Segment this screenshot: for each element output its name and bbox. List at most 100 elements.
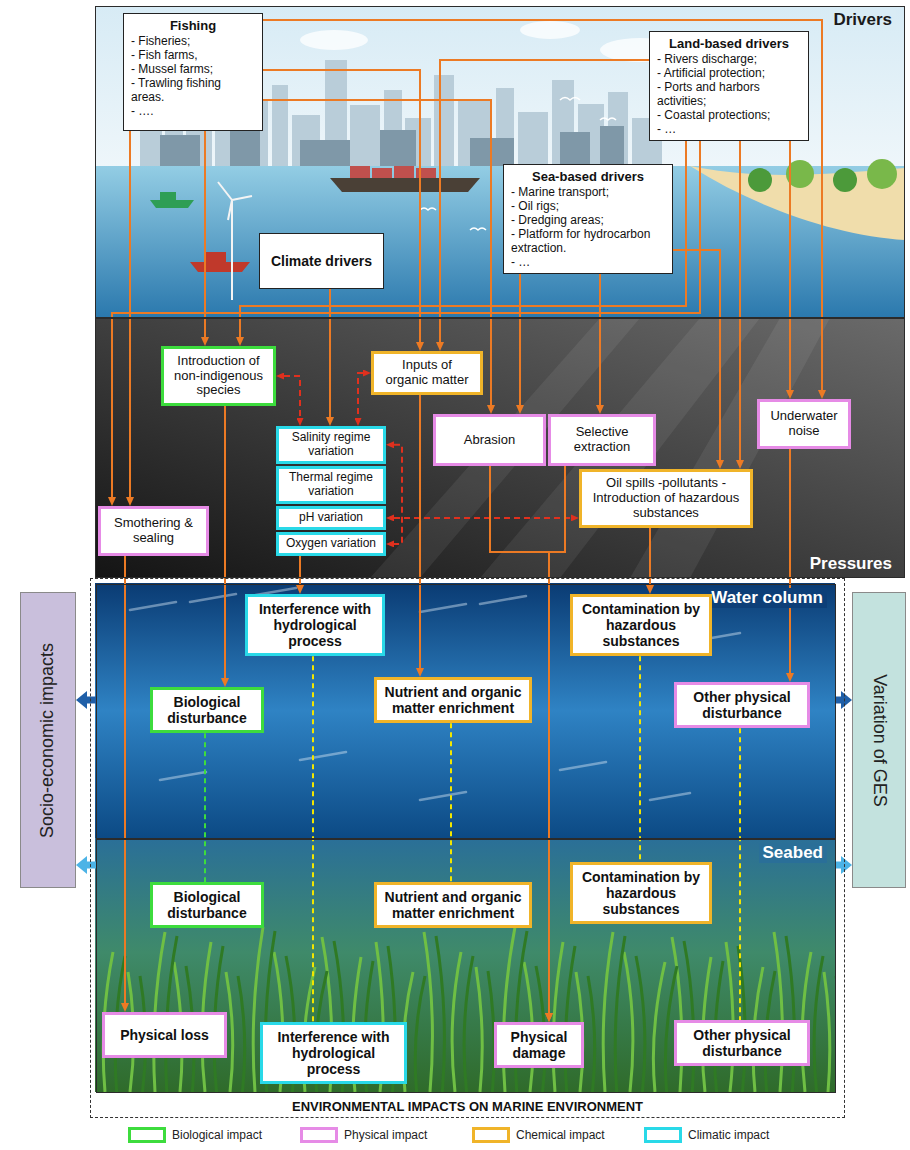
box-label: Contamination by hazardous substances bbox=[578, 869, 704, 917]
dashed-link bbox=[739, 728, 741, 1020]
pressure-arrow bbox=[204, 131, 206, 337]
interaction-arrow bbox=[394, 445, 402, 544]
driver-item: - Marine transport; bbox=[511, 185, 665, 199]
cargo-ship bbox=[330, 178, 480, 192]
sea bbox=[95, 166, 905, 318]
driver-box: Climate drivers bbox=[259, 233, 384, 289]
impact-box: Physical damage bbox=[494, 1022, 584, 1068]
impact-arrow bbox=[87, 862, 96, 869]
legend-item: Climatic impact bbox=[644, 1124, 769, 1146]
driver-item: - Dredging areas; bbox=[511, 213, 665, 227]
impact-box: Biological disturbance bbox=[150, 687, 264, 733]
driver-item: - Ports and harbors activities; bbox=[657, 80, 801, 108]
fish-school bbox=[130, 588, 740, 800]
band-label: Pressures bbox=[806, 554, 896, 574]
impact-box: Nutrient and organic matter enrichment bbox=[374, 677, 532, 723]
pressure-arrow bbox=[789, 141, 791, 390]
pressure-box: pH variation bbox=[276, 506, 386, 530]
green-boat bbox=[150, 192, 194, 208]
pressure-arrow bbox=[673, 250, 720, 460]
driver-item: - … bbox=[657, 122, 801, 136]
red-boat bbox=[190, 252, 250, 272]
driver-item: - Mussel farms; bbox=[131, 62, 255, 76]
pressure-box: Oil spills -pollutants - Introduction of… bbox=[579, 469, 753, 528]
pressure-arrow bbox=[112, 141, 700, 497]
box-label: Oil spills -pollutants - Introduction of… bbox=[587, 476, 745, 521]
dashed-link bbox=[204, 733, 206, 882]
box-label: Introduction of non-indigenous species bbox=[169, 354, 268, 399]
driver-item: - Trawling fishing areas. bbox=[131, 76, 255, 104]
interaction-arrow bbox=[284, 376, 300, 418]
region-label: ENVIRONMENTAL IMPACTS ON MARINE ENVIRONM… bbox=[292, 1099, 643, 1114]
driver-item: - …. bbox=[131, 104, 255, 118]
box-label: Oxygen variation bbox=[286, 537, 376, 551]
impact-box: Nutrient and organic matter enrichment bbox=[374, 882, 532, 928]
pressure-box: Thermal regime variation bbox=[276, 466, 386, 504]
pressure-arrow bbox=[519, 274, 521, 405]
sky bbox=[95, 6, 905, 166]
tree bbox=[833, 168, 857, 192]
legend-label: Chemical impact bbox=[516, 1128, 605, 1142]
impact-region: ENVIRONMENTAL IMPACTS ON MARINE ENVIRONM… bbox=[90, 578, 845, 1118]
box-label: Biological disturbance bbox=[158, 694, 256, 726]
dashed-link bbox=[450, 723, 452, 882]
outcome-label: Variation of GES bbox=[869, 674, 890, 807]
legend-swatch bbox=[300, 1127, 338, 1143]
impact-arrow bbox=[87, 697, 96, 704]
outcome-band: Variation of GES bbox=[852, 592, 906, 888]
impact-box: Other physical disturbance bbox=[674, 682, 810, 728]
outcome-label: Socio-economic impacts bbox=[38, 642, 59, 837]
driver-heading: Fishing bbox=[131, 18, 255, 34]
pressure-arrow bbox=[124, 556, 126, 1003]
driver-box: Sea-based drivers- Marine transport;- Oi… bbox=[503, 164, 673, 274]
box-label: Other physical disturbance bbox=[682, 689, 802, 721]
seabed-band: SeabedBiological disturbance Nutrient and… bbox=[96, 839, 836, 1093]
pressure-arrow bbox=[789, 449, 791, 673]
pressure-box: Smothering & sealing bbox=[98, 506, 209, 556]
legend-swatch bbox=[128, 1127, 166, 1143]
band-label: Seabed bbox=[759, 843, 827, 863]
pressure-arrow bbox=[649, 528, 651, 585]
city-front bbox=[160, 126, 624, 166]
impact-arrow bbox=[836, 697, 841, 704]
driver-heading: Sea-based drivers bbox=[511, 169, 665, 185]
pressure-box: Inputs of organic matter bbox=[371, 351, 483, 395]
band-label: Water column bbox=[707, 588, 827, 608]
pressure-arrow bbox=[739, 141, 741, 460]
driver-item: - Artificial protection; bbox=[657, 66, 801, 80]
legend-swatch bbox=[472, 1127, 510, 1143]
box-label: Nutrient and organic matter enrichment bbox=[382, 684, 524, 716]
driver-heading: Land-based drivers bbox=[657, 36, 801, 52]
box-label: Contamination by hazardous substances bbox=[578, 601, 704, 649]
legend-item: Chemical impact bbox=[472, 1124, 605, 1146]
pressures-band: Pressures Introduction of non-indigenous … bbox=[95, 318, 905, 578]
pressure-arrow bbox=[549, 466, 565, 1013]
band-label: Drivers bbox=[829, 10, 896, 30]
pressure-arrow bbox=[224, 406, 226, 678]
driver-item: - … bbox=[511, 255, 665, 269]
driver-item: - Fisheries; bbox=[131, 34, 255, 48]
wind-turbine bbox=[218, 182, 252, 300]
pressure-box: Oxygen variation bbox=[276, 532, 386, 556]
pressure-arrow bbox=[240, 141, 686, 337]
pressure-box: Underwater noise bbox=[757, 399, 851, 449]
pressure-arrow bbox=[599, 274, 601, 405]
box-label: Selective extraction bbox=[556, 425, 648, 455]
pressures-ground bbox=[95, 318, 905, 578]
pressure-arrow bbox=[490, 466, 549, 1013]
box-label: Physical loss bbox=[120, 1027, 209, 1043]
impact-box: Contamination by hazardous substances bbox=[570, 594, 712, 656]
impact-box: Biological disturbance bbox=[150, 882, 264, 928]
pressure-box: Introduction of non-indigenous species bbox=[161, 346, 276, 406]
drivers-band: DriversFishing- Fisheries;- Fish farms,-… bbox=[95, 6, 905, 318]
box-label: Salinity regime variation bbox=[282, 431, 380, 459]
box-label: Underwater noise bbox=[765, 409, 843, 439]
driver-heading: Climate drivers bbox=[271, 253, 372, 270]
pressure-arrow bbox=[263, 20, 822, 390]
pressure-box: Selective extraction bbox=[548, 414, 656, 466]
pressure-arrow bbox=[329, 289, 331, 417]
pressure-box: Salinity regime variation bbox=[276, 426, 386, 464]
legend-item: Physical impact bbox=[300, 1124, 427, 1146]
box-label: Interference with hydrological process bbox=[253, 601, 377, 649]
